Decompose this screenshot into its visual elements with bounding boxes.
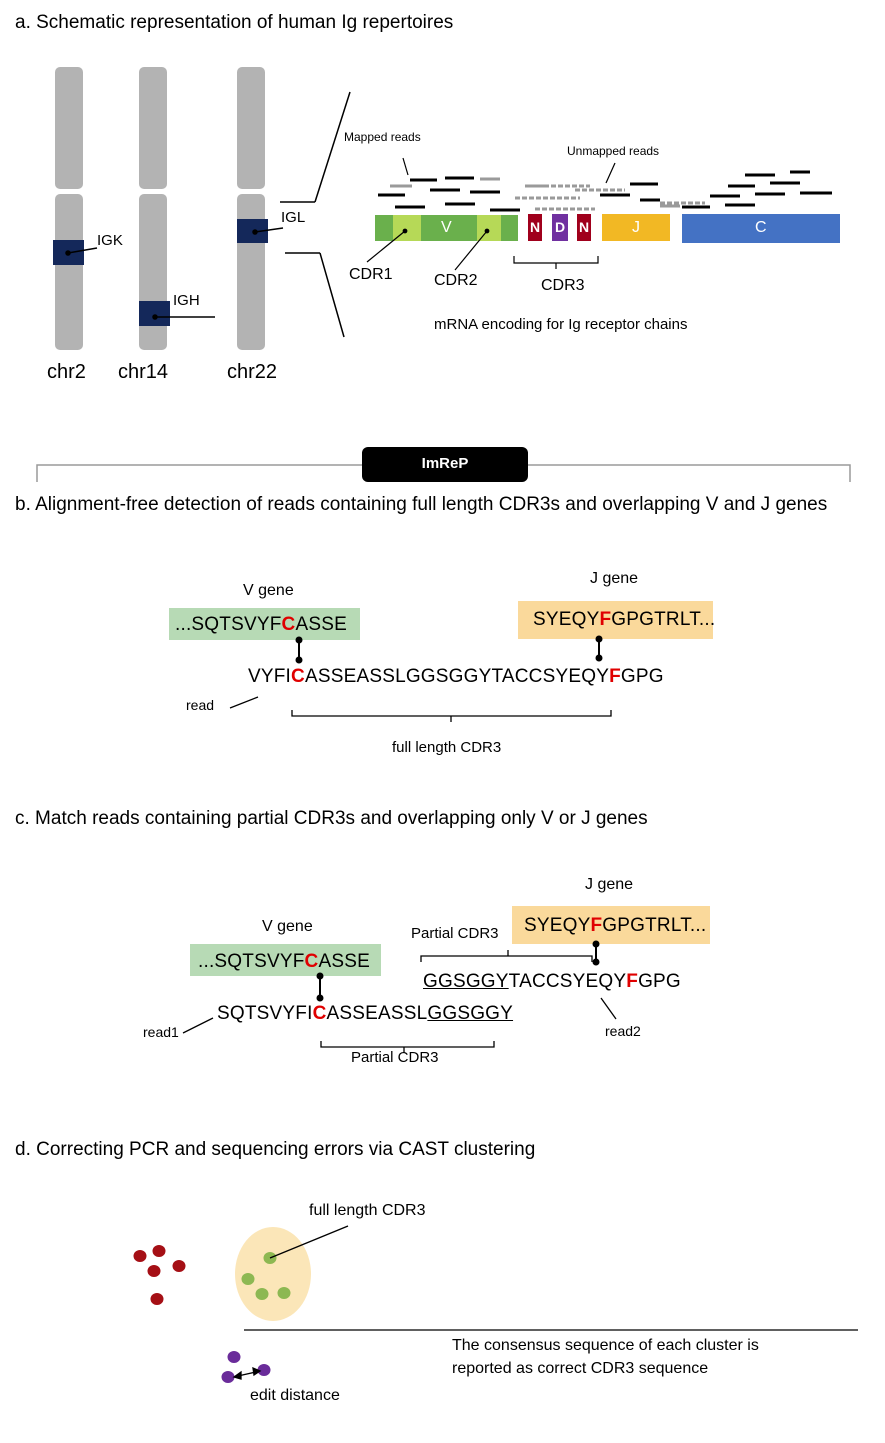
segment-n2-label: N	[579, 219, 590, 235]
unmapped-reads	[515, 184, 705, 211]
imrep-label: ImReP	[421, 455, 469, 472]
segment-n2	[577, 214, 591, 241]
panel-c-title: c. Match reads containing partial CDR3s …	[15, 808, 648, 829]
segment-j	[602, 214, 670, 241]
j-gene-sequence: SYEQYFGPGTRLT...	[533, 609, 716, 630]
segment-cdr2	[477, 215, 501, 241]
segment-j-label: J	[632, 219, 640, 236]
cluster-pointer	[269, 1225, 349, 1259]
igk-label: IGK	[97, 232, 123, 249]
read1-label: read1	[143, 1024, 179, 1040]
panel-c-connectors	[316, 940, 600, 1002]
partial-cdr3-bottom-label: Partial CDR3	[351, 1049, 439, 1066]
segment-n1	[528, 214, 542, 241]
read-label: read	[186, 697, 215, 713]
full-cdr3-label: full length CDR3	[392, 739, 502, 756]
purple-dots	[221, 1351, 271, 1383]
v-gene-box-c	[190, 944, 381, 976]
j-gene-box	[518, 601, 713, 639]
mrna-caption: mRNA encoding for Ig receptor chains	[434, 316, 688, 333]
segment-v-label: V	[441, 219, 452, 236]
segment-c	[682, 214, 840, 243]
zoom-lines	[280, 91, 351, 338]
consensus-line-1: The consensus sequence of each cluster i…	[452, 1337, 759, 1354]
cdr2-label: CDR2	[434, 272, 478, 289]
cdr3-label: CDR3	[541, 277, 585, 294]
read-pointers	[402, 157, 616, 184]
edit-distance-label: edit distance	[250, 1387, 340, 1404]
chr14-label: chr14	[118, 361, 169, 383]
edit-distance-arrow-icon	[232, 1366, 262, 1380]
segment-c-label: C	[755, 219, 767, 236]
panel-b-bracket	[229, 696, 612, 722]
panel-c-brackets	[182, 950, 617, 1053]
panel-b-title: b. Alignment-free detection of reads con…	[15, 494, 828, 515]
v-gene-sequence: ...SQTSVYFCASSE	[175, 614, 347, 635]
imrep-bracket	[36, 464, 851, 482]
red-dots	[133, 1245, 186, 1305]
segment-d	[552, 214, 568, 241]
igl-label: IGL	[281, 209, 306, 226]
consensus-line-2: reported as correct CDR3 sequence	[452, 1360, 709, 1377]
read1-sequence: SQTSVYFICASSEASSLGGSGGY	[217, 1003, 514, 1024]
read2-sequence: GGSGGYTACCSYEQYFGPG	[423, 971, 681, 992]
v-gene-label: V gene	[243, 582, 294, 599]
panel-a-title: a. Schematic representation of human Ig …	[15, 12, 454, 33]
read2-label: read2	[605, 1023, 641, 1039]
j-gene-sequence-c: SYEQYFGPGTRLT...	[524, 915, 707, 936]
j-gene-box-c	[512, 906, 710, 944]
chr2-label: chr2	[47, 361, 86, 383]
cdr1-label: CDR1	[349, 266, 393, 283]
mapped-reads	[378, 170, 832, 212]
v-gene-sequence-c: ...SQTSVYFCASSE	[198, 951, 370, 972]
v-gene-label-c: V gene	[262, 918, 313, 935]
v-gene-box	[169, 608, 360, 640]
cluster-ellipse	[235, 1227, 311, 1321]
j-gene-label-c: J gene	[585, 876, 634, 893]
chromosome-chr2	[55, 67, 83, 350]
chromosome-chr22	[237, 67, 265, 350]
read-sequence: VYFICASSEASSLGGSGGYTACCSYEQYFGPG	[248, 666, 664, 687]
chr22-label: chr22	[227, 361, 278, 383]
unmapped-reads-label: Unmapped reads	[567, 144, 660, 158]
panel-d-title: d. Correcting PCR and sequencing errors …	[15, 1139, 536, 1160]
panel-b-connectors	[295, 635, 603, 664]
imrep-box	[362, 447, 528, 482]
mapped-reads-label: Mapped reads	[344, 130, 421, 144]
locus-connectors	[65, 227, 284, 320]
locus-igh	[139, 301, 170, 326]
partial-cdr3-top-label: Partial CDR3	[411, 925, 499, 942]
j-gene-label: J gene	[590, 570, 639, 587]
cluster-label: full length CDR3	[309, 1202, 426, 1219]
segment-n1-label: N	[530, 219, 541, 235]
cdr-pointers	[366, 228, 599, 271]
igh-label: IGH	[173, 292, 200, 309]
segment-d-label: D	[555, 219, 566, 235]
